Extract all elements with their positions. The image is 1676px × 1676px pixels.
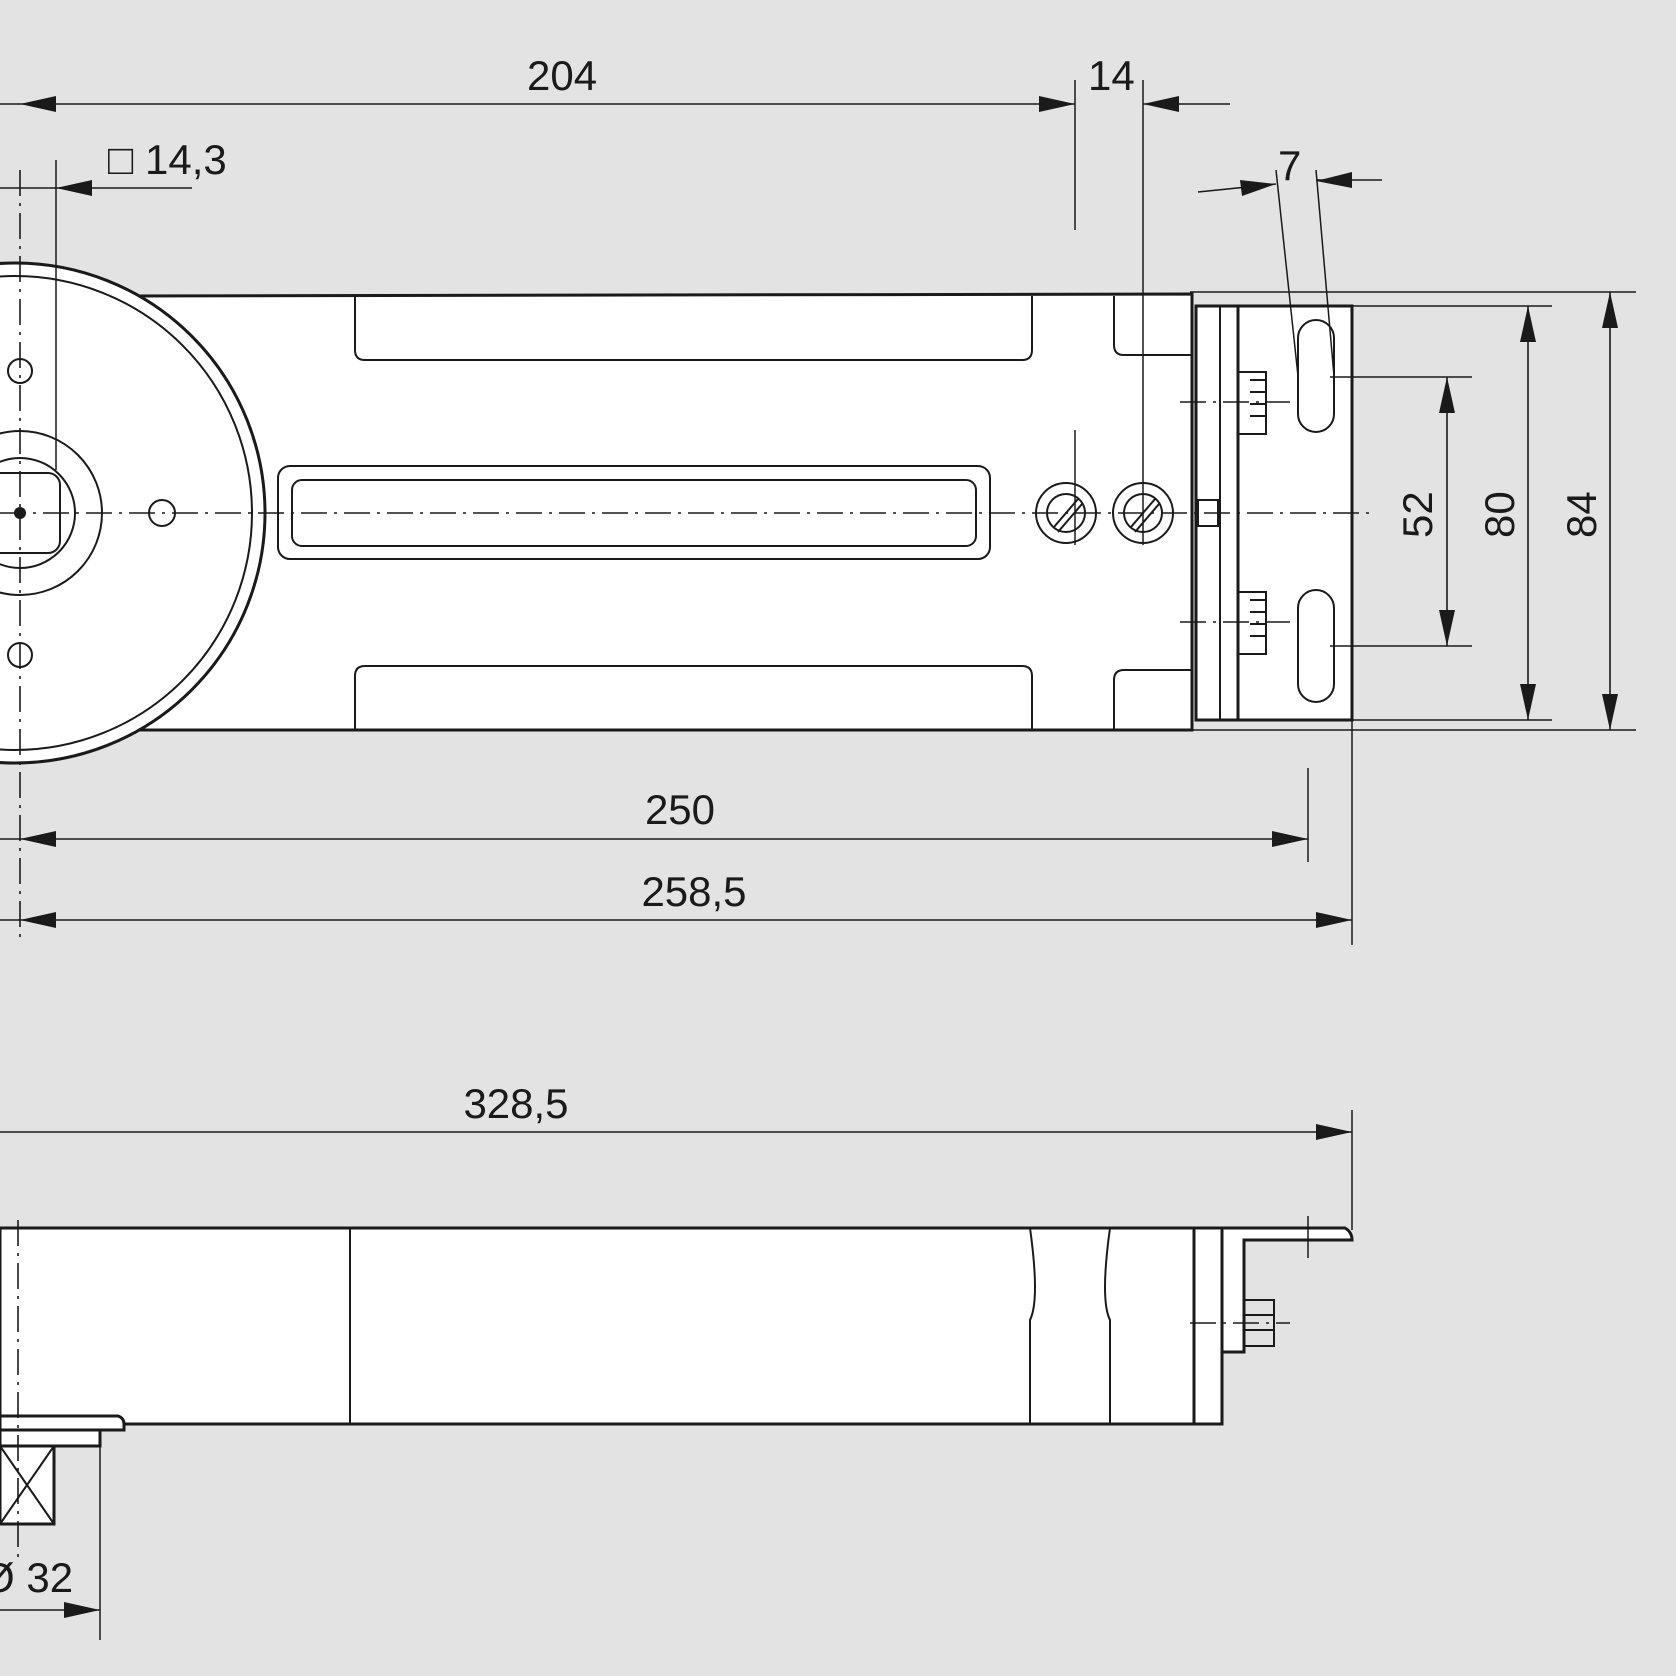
spindle-housing-inner — [0, 275, 253, 751]
dim-text-square: □ 14,3 — [108, 136, 227, 183]
right-pocket-bottom — [1113, 669, 1192, 730]
dim-text-52: 52 — [1394, 491, 1441, 538]
spindle-collar — [0, 1428, 102, 1448]
plan-dimensions: 204 14 □ 14,3 7 52 80 — [0, 52, 1636, 945]
bracket-bolt-bottom — [1237, 591, 1267, 655]
upper-pocket — [354, 296, 1033, 361]
dim-text-258: 258,5 — [641, 868, 746, 915]
dim-text-84: 84 — [1558, 491, 1605, 538]
lower-pocket — [354, 665, 1033, 730]
side-body — [0, 1226, 1196, 1426]
side-body-recess — [1029, 1227, 1111, 1424]
dim-text-328: 328,5 — [463, 1080, 568, 1127]
dim-text-204: 204 — [527, 52, 597, 99]
dim-text-14: 14 — [1088, 52, 1135, 99]
dim-text-7: 7 — [1278, 142, 1301, 189]
side-view: 328,5 Ø 32 — [0, 1080, 1354, 1640]
dim-text-diameter: Ø 32 — [0, 1554, 73, 1601]
side-bracket — [1220, 1226, 1354, 1354]
side-end-plate — [1192, 1226, 1224, 1426]
dim-text-250: 250 — [645, 786, 715, 833]
plan-view — [0, 170, 1372, 940]
dim-text-80: 80 — [1476, 491, 1523, 538]
bracket-bolt-top — [1237, 371, 1267, 435]
right-pocket-top — [1113, 296, 1192, 356]
spindle-flange — [0, 1414, 126, 1432]
